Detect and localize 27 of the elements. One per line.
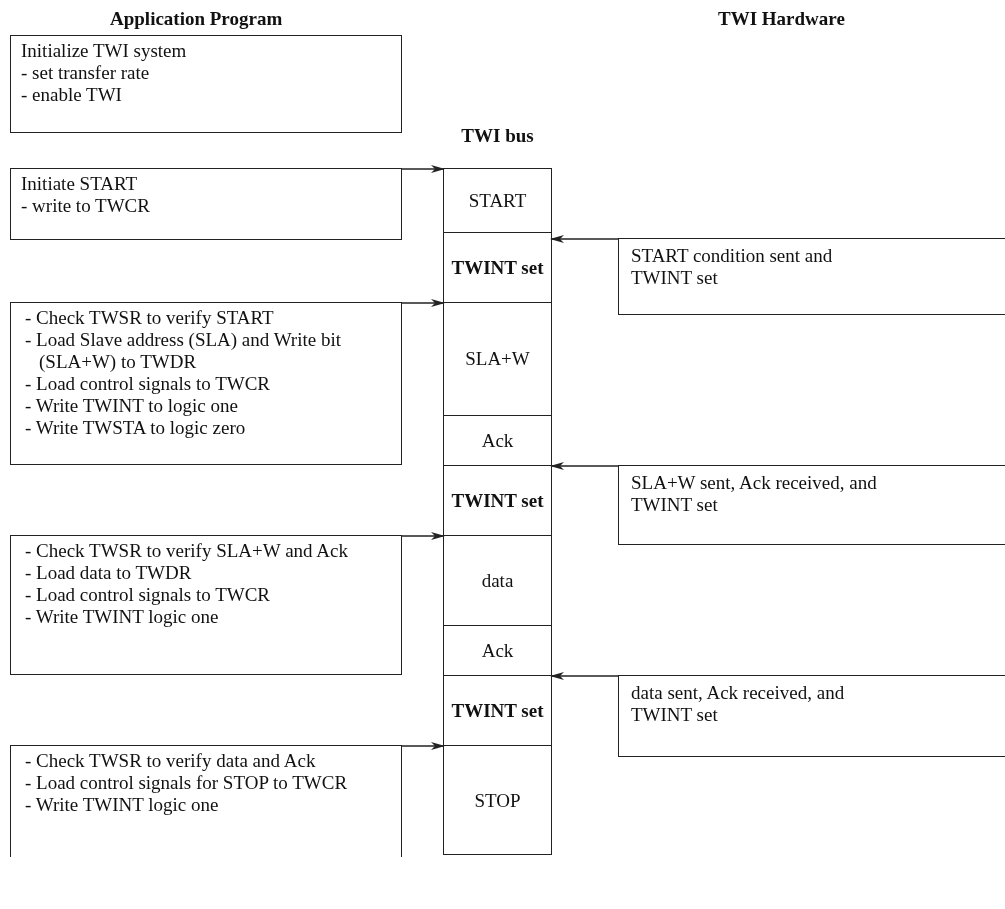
process-box: - Check TWSR to verify SLA+W and Ack - Load data to TWDR - Load control signals to TWCR - Write TWINT logic one [10,535,402,675]
bus-segment: Ack [444,415,551,465]
process-box: - Check TWSR to verify data and Ack - Load control signals for STOP to TWCR - Write TWINT logic one [10,745,402,857]
process-box: Initialize TWI system - set transfer rate - enable TWI [10,35,402,133]
arrow [401,299,445,307]
bus-segment: START [444,168,551,232]
arrow [550,235,619,243]
process-box: Initiate START - write to TWCR [10,168,402,240]
arrow [401,532,445,540]
arrow [550,672,619,680]
bus-segment: SLA+W [444,302,551,415]
hardware-box: data sent, Ack received, and TWINT set [618,675,1005,757]
bus-segment: TWINT set [444,465,551,535]
column-heading: TWI Hardware [718,8,845,30]
bus-segment: TWINT set [444,232,551,302]
bus-segment: STOP [444,745,551,855]
hardware-box: START condition sent and TWINT set [618,238,1005,315]
column-heading: Application Program [110,8,283,30]
bus-segment: TWINT set [444,675,551,745]
arrow [550,462,619,470]
process-box: - Check TWSR to verify START - Load Slave address (SLA) and Write bit (SLA+W) to TWDR - Load control signals to TWCR - Write TWINT to logic one - Write TWSTA to logic zero [10,302,402,465]
bus-segment: data [444,535,551,625]
arrow [401,742,445,750]
bus-segment: Ack [444,625,551,675]
column-heading: TWI bus [460,125,535,147]
hardware-box: SLA+W sent, Ack received, and TWINT set [618,465,1005,545]
arrow [401,165,445,173]
